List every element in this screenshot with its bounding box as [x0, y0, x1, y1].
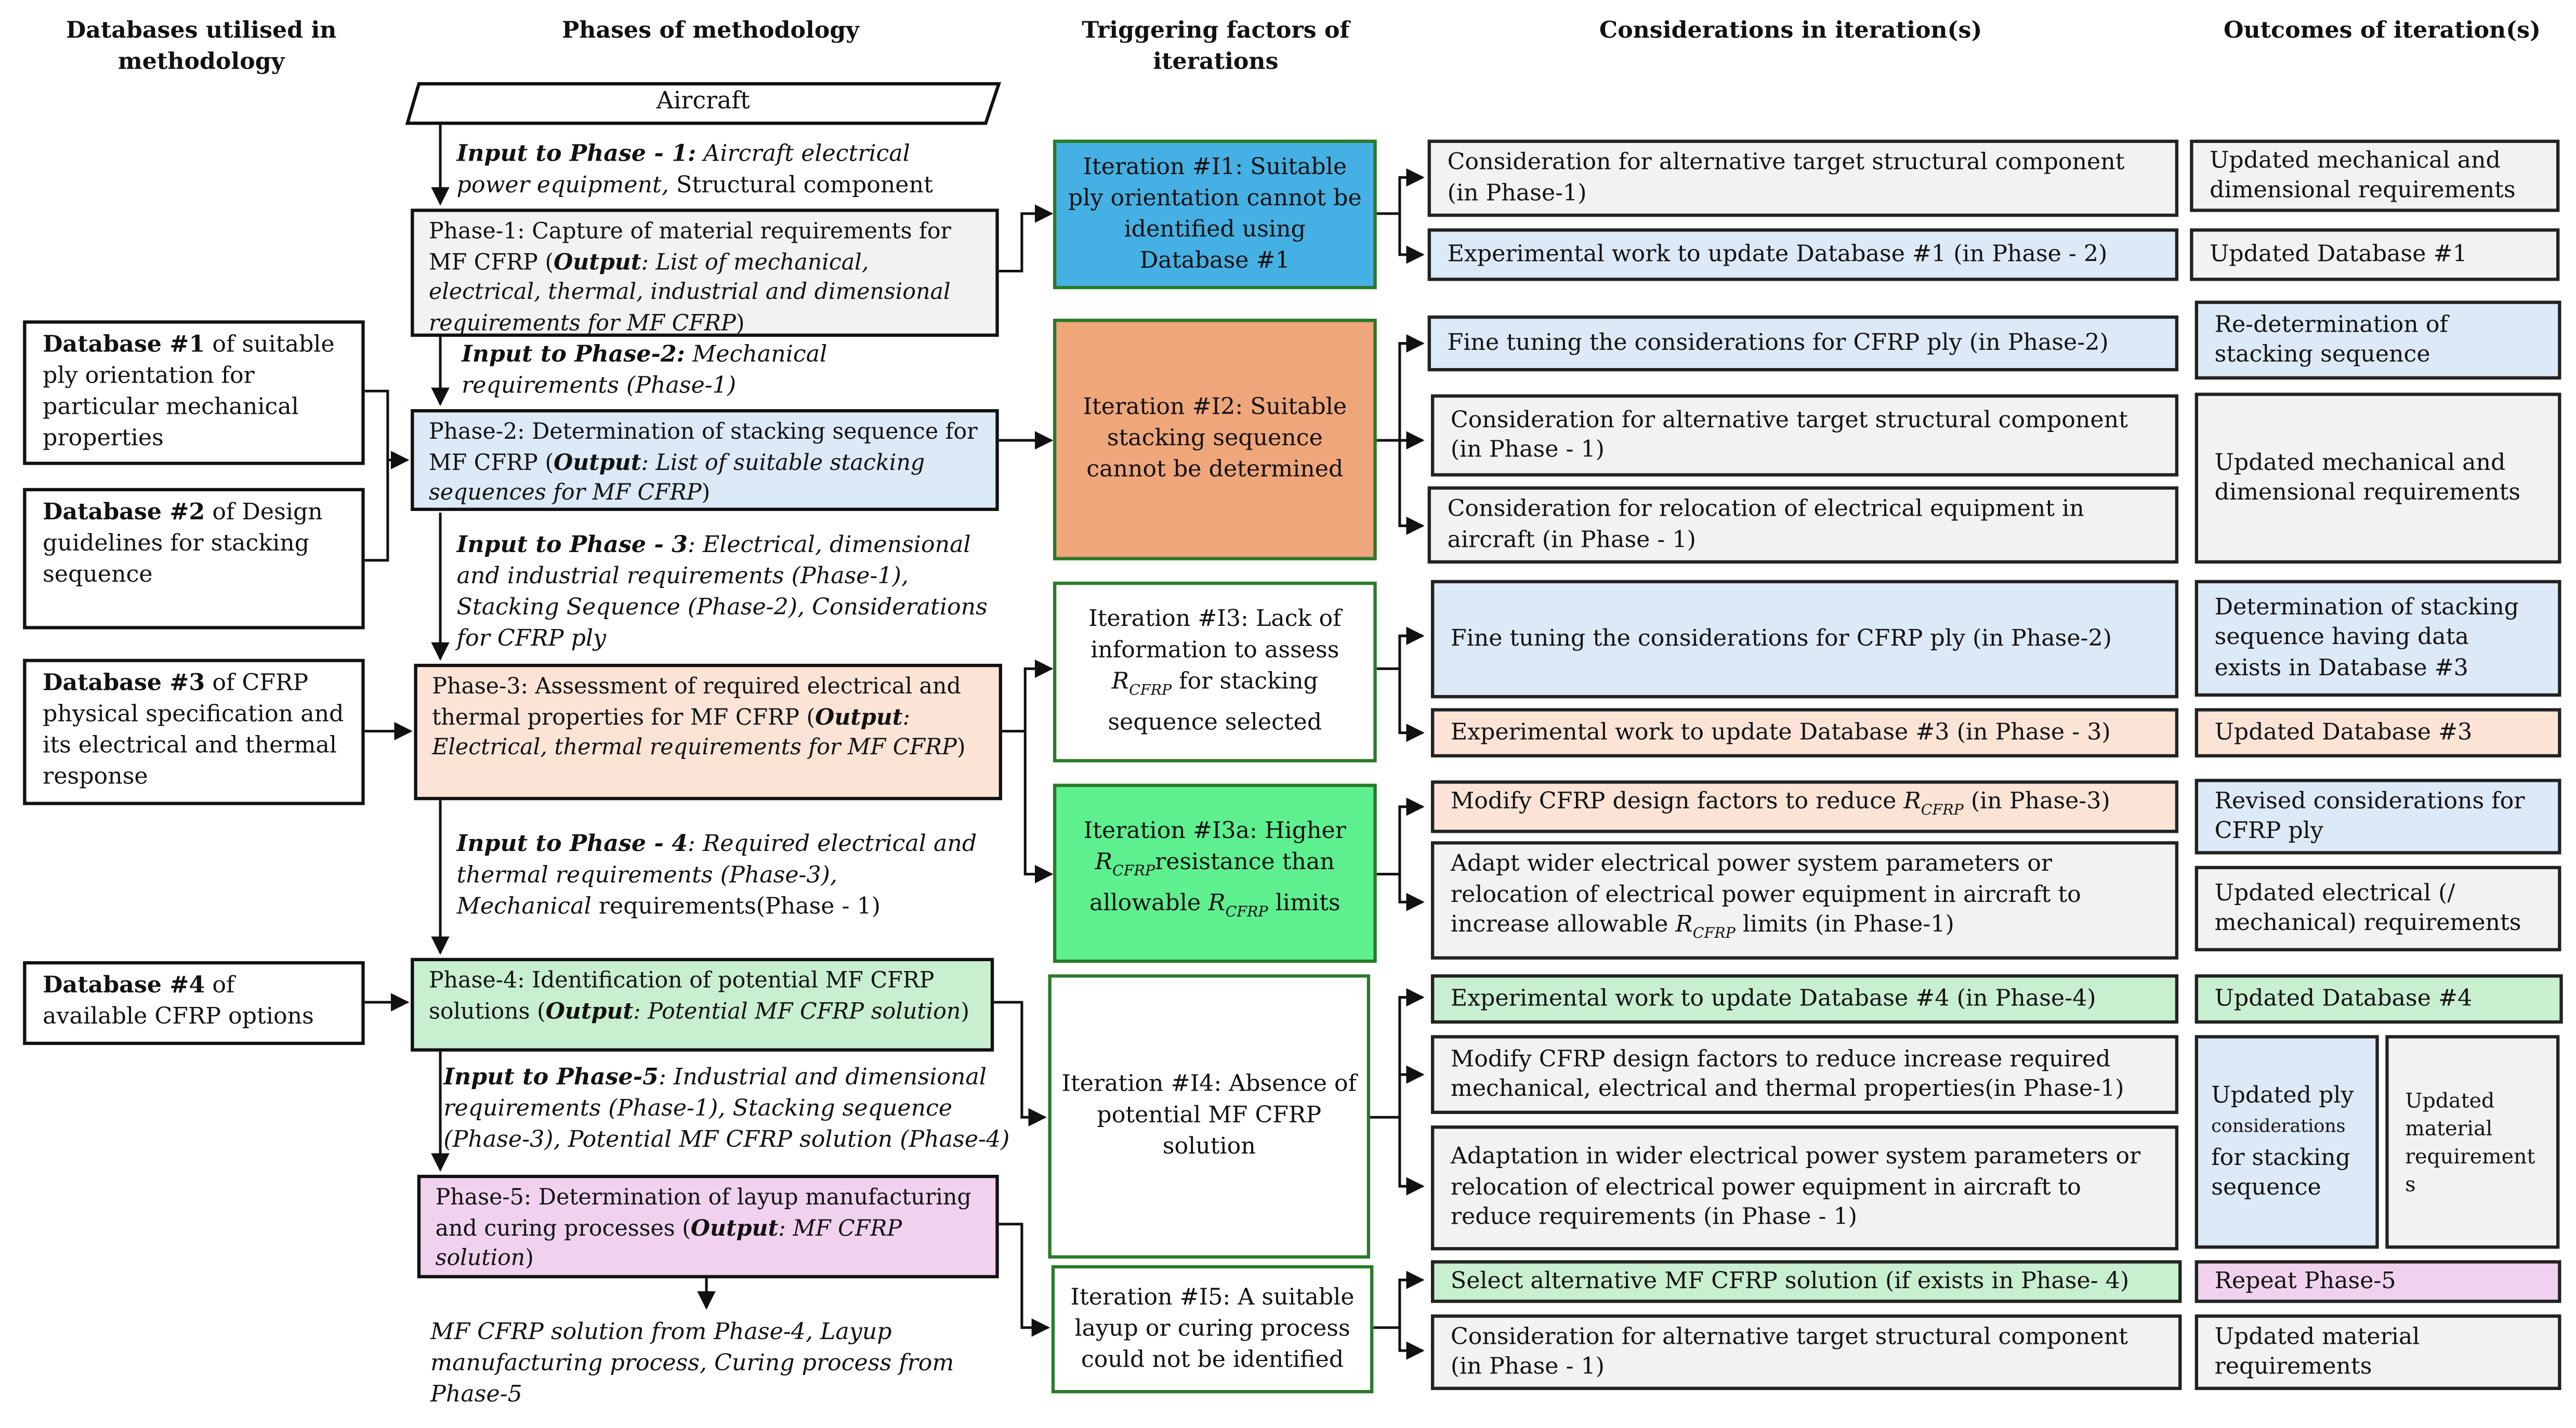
consideration-4: Consideration for alternative target str… — [1430, 394, 2179, 477]
consideration-5: Consideration for relocation of electric… — [1427, 486, 2179, 564]
database-2-box: Database #2 of Design guidelines for sta… — [23, 488, 365, 630]
consideration-14: Consideration for alternative target str… — [1430, 1314, 2182, 1390]
consideration-10: Experimental work to update Database #4 … — [1430, 974, 2179, 1024]
phase-1-box: Phase-1: Capture of material requirement… — [411, 208, 999, 337]
iteration-i1-box: Iteration #I1: Suitable ply orientation … — [1053, 139, 1377, 290]
iteration-i4-box: Iteration #I4: Absence of potential MF C… — [1048, 974, 1371, 1259]
database-1-box: Database #1 of suitable ply orientation … — [23, 320, 365, 465]
consideration-9: Adapt wider electrical power system para… — [1430, 841, 2179, 960]
input-phase-4: Input to Phase - 4: Required electrical … — [456, 831, 977, 920]
header-phases: Phases of methodology — [562, 18, 859, 45]
consideration-3: Fine tuning the considerations for CFRP … — [1427, 315, 2179, 372]
outcome-1: Updated mechanical and dimensional requi… — [2190, 139, 2560, 212]
consideration-2: Experimental work to update Database #1 … — [1427, 228, 2179, 281]
consideration-1: Consideration for alternative target str… — [1427, 139, 2179, 217]
iteration-i5-box: Iteration #I5: A suitable layup or curin… — [1051, 1265, 1374, 1394]
consideration-7: Experimental work to update Database #3 … — [1430, 708, 2179, 758]
consideration-13: Select alternative MF CFRP solution (if … — [1430, 1260, 2182, 1303]
header-triggers: Triggering factors of iterations — [1082, 18, 1350, 76]
input-phase-5: Input to Phase-5: Industrial and dimensi… — [443, 1065, 1010, 1154]
phase-4-box: Phase-4: Identification of potential MF … — [411, 958, 994, 1052]
outcome-5: Determination of stacking sequence havin… — [2194, 580, 2561, 697]
database-4-box: Database #4 of available CFRP options — [23, 961, 365, 1045]
outcome-2: Updated Database #1 — [2190, 228, 2560, 281]
outcome-3: Re-determination of stacking sequence — [2194, 300, 2561, 380]
iteration-i3-box: Iteration #I3: Lack of information to as… — [1053, 581, 1377, 763]
input-phase-1: Input to Phase - 1: Aircraft electrical … — [456, 141, 933, 199]
input-phase-2: Input to Phase-2: Mechanical requirement… — [462, 342, 827, 400]
outcome-6: Updated Database #3 — [2194, 708, 2561, 758]
aircraft-label: Aircraft — [656, 88, 750, 115]
outcome-9: Updated Database #4 — [2194, 974, 2563, 1024]
final-output-label: MF CFRP solution from Phase-4, Layup man… — [430, 1319, 954, 1408]
header-outcomes: Outcomes of iteration(s) — [2224, 18, 2541, 45]
header-considerations: Considerations in iteration(s) — [1599, 18, 1982, 45]
consideration-12: Adaptation in wider electrical power sys… — [1430, 1125, 2179, 1251]
outcome-4: Updated mechanical and dimensional requi… — [2194, 392, 2561, 564]
outcome-11: Updated material requirement s — [2385, 1035, 2560, 1249]
consideration-8: Modify CFRP design factors to reduce RCF… — [1430, 780, 2179, 833]
consideration-6: Fine tuning the considerations for CFRP … — [1430, 580, 2179, 699]
phase-2-box: Phase-2: Determination of stacking seque… — [411, 409, 999, 511]
input-phase-3: Input to Phase - 3: Electrical, dimensio… — [456, 532, 988, 652]
outcome-12: Repeat Phase-5 — [2194, 1260, 2561, 1303]
phase-5-box: Phase-5: Determination of layup manufact… — [417, 1174, 999, 1279]
header-databases: Databases utilised in methodology — [65, 18, 337, 76]
phase-3-box: Phase-3: Assessment of required electric… — [414, 663, 1003, 801]
iteration-i2-box: Iteration #I2: Suitable stacking sequenc… — [1053, 319, 1377, 560]
consideration-11: Modify CFRP design factors to reduce inc… — [1430, 1035, 2179, 1114]
database-3-box: Database #3 of CFRP physical specificati… — [23, 659, 365, 805]
outcome-13: Updated material requirements — [2194, 1314, 2561, 1390]
outcome-7: Revised considerations for CFRP ply — [2194, 779, 2561, 855]
iteration-i3a-box: Iteration #I3a: Higher RCFRPresistance t… — [1053, 783, 1377, 963]
outcome-8: Updated electrical (/ mechanical) requir… — [2194, 866, 2561, 952]
